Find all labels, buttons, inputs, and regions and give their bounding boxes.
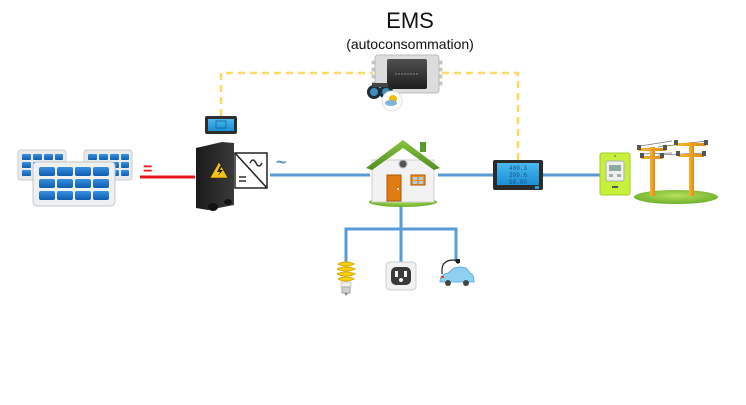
wall-outlet-icon <box>385 261 417 291</box>
ems-controller-icon <box>371 54 443 94</box>
binoculars-icon <box>367 83 393 99</box>
diagram-subtitle: (autoconsommation) <box>346 36 474 52</box>
meter-reading-1: 400.3 <box>509 165 527 172</box>
diagram-title: EMS <box>386 8 434 33</box>
inverter-icon <box>196 142 268 211</box>
inverter-display-icon <box>205 116 237 134</box>
linky-meter-icon <box>599 152 631 196</box>
house-icon <box>366 140 440 207</box>
data-link-lines <box>219 71 520 160</box>
weather-icon <box>381 90 403 112</box>
meter-reading-2: 399.6 <box>509 172 527 179</box>
data-line-inverter-ems <box>219 71 373 116</box>
electric-car-icon <box>439 259 475 286</box>
data-line-ems-meter <box>442 71 520 160</box>
power-meter-icon: 400.3 399.6 50.00 <box>493 160 543 190</box>
solar-panels-icon <box>17 149 133 207</box>
light-bulb-icon <box>336 261 357 296</box>
ac-lines <box>270 173 600 262</box>
dc-ac-converter-symbol <box>234 152 268 189</box>
meter-reading-3: 50.00 <box>509 179 527 186</box>
dc-symbol: = <box>143 161 152 178</box>
power-grid-icon <box>634 140 718 204</box>
ac-symbol: ~ <box>276 152 287 172</box>
ac-line-house-loads <box>344 204 458 262</box>
